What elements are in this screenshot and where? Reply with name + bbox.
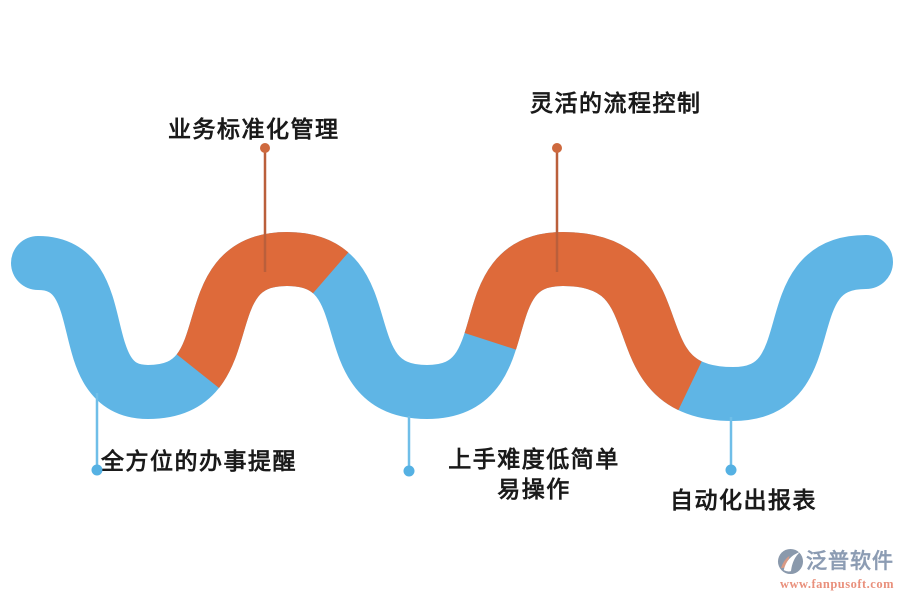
wave-orange-segment-2: [464, 231, 704, 411]
label-reports: 自动化出报表: [670, 487, 817, 513]
label-standardization: 业务标准化管理: [168, 116, 340, 142]
fanpu-logo-icon: [777, 548, 804, 575]
connector-flow-control-dot: [552, 143, 562, 153]
connector-standardization-dot: [260, 143, 270, 153]
logo-website-url: www.fanpusoft.com: [779, 577, 894, 591]
connector-reminders-dot: [91, 464, 103, 476]
label-easy: 上手难度低简单 易操作: [428, 445, 640, 505]
logo-brand-text: 泛普软件: [806, 550, 894, 573]
label-easy-line1: 上手难度低简单: [448, 446, 620, 472]
label-flow-control: 灵活的流程控制: [530, 90, 702, 116]
wave-blue-path: [11, 232, 893, 421]
label-reminders: 全方位的办事提醒: [101, 448, 297, 474]
connector-easy-dot: [403, 465, 415, 477]
logo: 泛普软件 www.fanpusoft.com: [754, 548, 894, 592]
wave-orange-segment-1: [175, 231, 349, 388]
connector-reports-dot: [725, 464, 737, 476]
label-easy-line2: 易操作: [497, 475, 571, 502]
